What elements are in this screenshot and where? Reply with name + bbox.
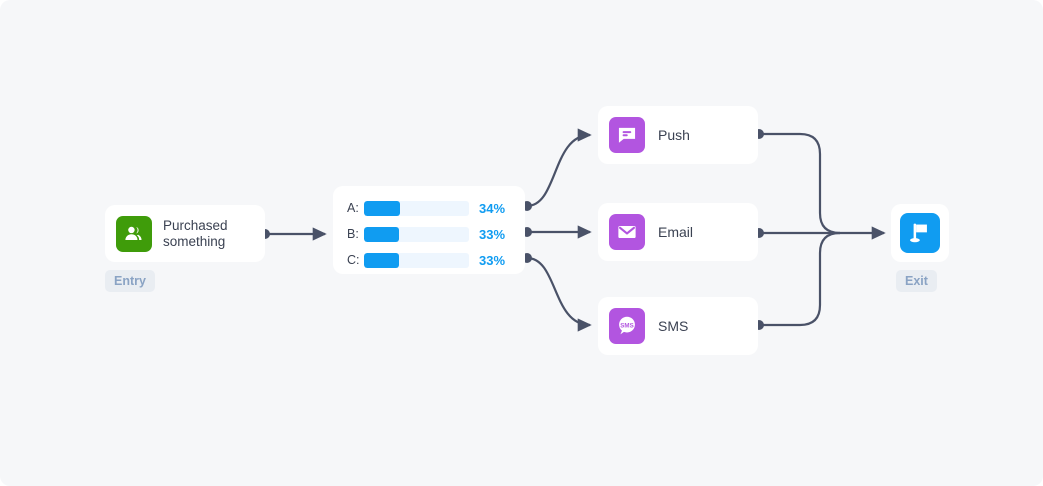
- split-row-bar-fill: [364, 252, 399, 268]
- channel-label: SMS: [658, 318, 689, 334]
- split-row-key: B:: [347, 227, 359, 241]
- split-row-percent: 34%: [479, 200, 506, 216]
- split-row-key: A:: [347, 201, 359, 215]
- badge-entry: Entry: [105, 270, 155, 292]
- edge-sms-to-exit: [754, 231, 841, 330]
- split-row[interactable]: B: 33%: [347, 223, 511, 245]
- node-random-split[interactable]: A: 34% B: 33% C: 33%: [333, 186, 525, 274]
- envelope-icon: [609, 214, 645, 250]
- chat-bubble-icon: [609, 117, 645, 153]
- edge-split-b-to-email: [522, 225, 592, 239]
- channel-label: Push: [658, 127, 690, 143]
- node-channel-sms[interactable]: SMS SMS: [598, 297, 758, 355]
- split-row-bar-track: [364, 252, 469, 268]
- svg-text:SMS: SMS: [620, 322, 633, 329]
- badge-exit: Exit: [896, 270, 937, 292]
- split-row-key: C:: [347, 253, 360, 267]
- edge-split-a-to-push: [522, 128, 592, 211]
- split-row-bar-track: [364, 226, 469, 242]
- edge-push-to-exit: [754, 129, 841, 235]
- split-row[interactable]: C: 33%: [347, 249, 511, 271]
- channel-label: Email: [658, 224, 694, 240]
- split-row-percent: 33%: [479, 252, 506, 268]
- entry-node-label: Purchased something: [163, 217, 228, 249]
- edge-email-to-exit: [754, 226, 886, 240]
- node-channel-push[interactable]: Push: [598, 106, 758, 164]
- sms-bubble-icon: SMS: [609, 308, 645, 344]
- node-channel-email[interactable]: Email: [598, 203, 758, 261]
- people-icon: [116, 215, 152, 252]
- split-row-percent: 33%: [479, 226, 506, 242]
- split-row-bar-track: [364, 200, 469, 216]
- node-exit[interactable]: [891, 204, 949, 262]
- split-row-bar-fill: [364, 226, 399, 242]
- split-row-bar-fill: [364, 200, 400, 216]
- node-entry-purchased-something[interactable]: Purchased something: [105, 205, 265, 262]
- edge-split-c-to-sms: [522, 253, 592, 332]
- split-row[interactable]: A: 34%: [347, 197, 511, 219]
- edge-entry-to-split: [260, 227, 327, 241]
- flag-icon: [900, 213, 940, 253]
